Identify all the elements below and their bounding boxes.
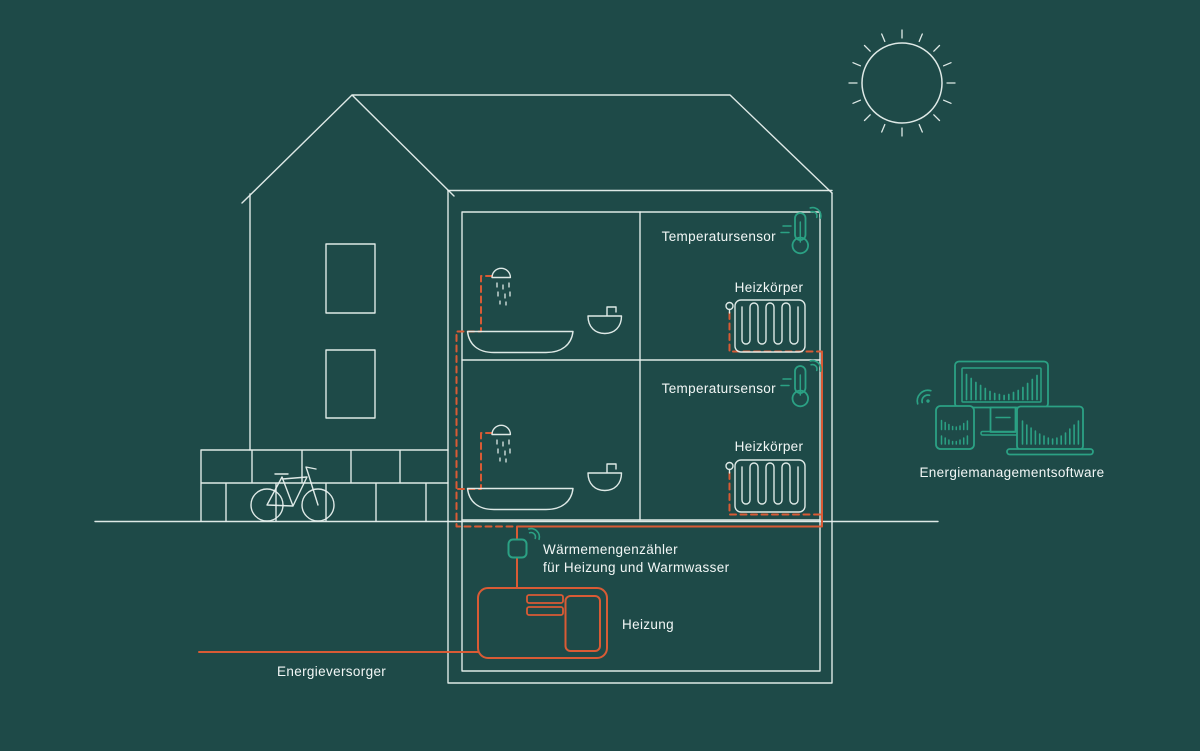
label-radiator-lower: Heizkörper: [734, 439, 804, 454]
label-temperature-sensor-upper: Temperatursensor: [661, 229, 776, 244]
sink-icon: [587, 463, 623, 492]
boiler-icon: [477, 587, 608, 659]
pipe-feed-dashed-radiator-lower: [728, 472, 823, 516]
label-radiator-upper: Heizkörper: [734, 280, 804, 295]
radiator-upper-icon: [725, 299, 806, 353]
bathroom-upper: [466, 267, 623, 354]
laptop-bar-chart: [1021, 420, 1080, 445]
sun-icon: [848, 29, 956, 137]
pipe-feed-dashed-radiator-upper: [728, 312, 823, 353]
wifi-icon: [916, 389, 932, 405]
energy-management-devices: [916, 360, 1094, 456]
label-heat-meter: Wärmemengenzähler für Heizung und Warmwa…: [543, 541, 729, 576]
wifi-icon: [527, 527, 541, 541]
monitor-icon: [954, 360, 1049, 436]
shower-drops: [496, 439, 511, 463]
shower-drops: [496, 282, 511, 306]
label-heat-meter-line2: für Heizung und Warmwasser: [543, 559, 730, 575]
wifi-icon: [809, 359, 822, 373]
label-energy-management-software: Energiemanagementsoftware: [919, 465, 1105, 480]
heat-meter-icon: [507, 527, 541, 559]
roof-outline: [241, 94, 833, 204]
laptop-icon: [1006, 405, 1094, 456]
window-lower: [325, 349, 376, 419]
sink-icon: [587, 306, 623, 335]
tablet-icon: [935, 405, 975, 450]
temperature-sensor-upper-icon: [780, 206, 822, 255]
radiator-valve-icon: [725, 461, 734, 474]
shower-head-icon: [491, 424, 512, 436]
brick-wall: [200, 449, 449, 522]
shower-head-icon: [491, 267, 512, 279]
label-temperature-sensor-lower: Temperatursensor: [661, 381, 776, 396]
section-outer-wall: [447, 189, 833, 684]
monitor-bar-chart: [965, 373, 1038, 401]
bathtub-icon: [466, 330, 574, 354]
radiator-lower-icon: [725, 459, 806, 513]
tablet-bar-chart: [940, 419, 969, 445]
radiator-valve-icon: [725, 301, 734, 314]
bicycle-icon: [250, 466, 335, 522]
bathtub-icon: [466, 487, 574, 511]
window-upper: [325, 243, 376, 314]
label-heat-meter-line1: Wärmemengenzähler: [543, 542, 679, 557]
bathroom-lower: [466, 424, 623, 511]
wifi-icon: [809, 206, 822, 220]
label-energy-provider: Energieversorger: [277, 664, 387, 679]
temperature-sensor-lower-icon: [780, 359, 822, 408]
section-inner-wall: [461, 211, 821, 672]
label-heating: Heizung: [622, 617, 674, 632]
house-outline: [94, 94, 939, 684]
